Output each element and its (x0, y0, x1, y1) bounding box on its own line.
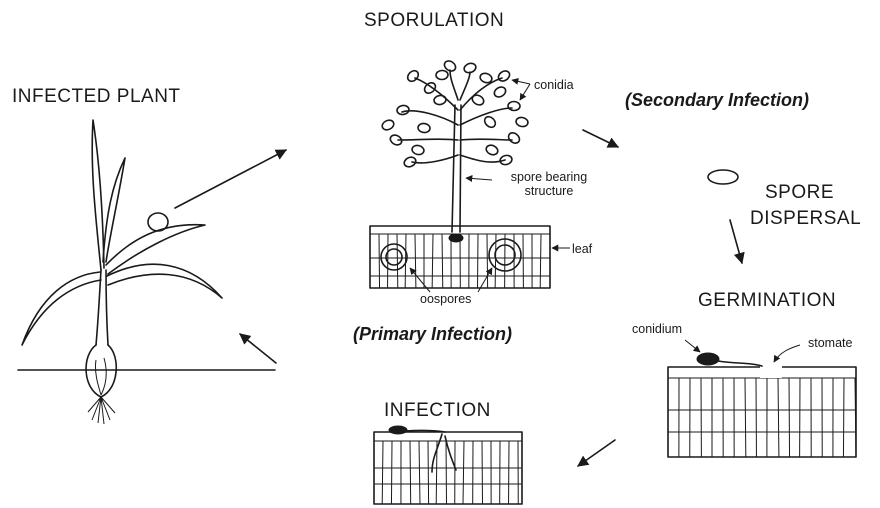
cell-wall (463, 441, 464, 504)
cell-wall (419, 441, 420, 504)
cell-wall (843, 378, 844, 457)
label-infection: INFECTION (384, 400, 491, 422)
upright-leaf-1 (92, 120, 104, 270)
conidium-spore (436, 70, 448, 80)
cell-wall (789, 378, 790, 457)
conidium-spore (515, 116, 529, 127)
pointer-conidium (685, 340, 700, 352)
left-drooping-leaf (22, 272, 101, 345)
arrow-plant-to-sporulation (175, 150, 286, 208)
conidium-spore (493, 85, 508, 99)
germinating-conidium (697, 353, 719, 365)
cell-wall (428, 441, 429, 504)
conidium-spore (406, 69, 421, 84)
pointer-stomate (774, 345, 800, 362)
cell-wall (745, 378, 746, 457)
right-upper-leaf (106, 225, 205, 274)
conidium-spore (507, 131, 522, 146)
arrow-germination-to-infection (578, 440, 615, 466)
conidium-spore (396, 105, 409, 116)
label-dispersal: DISPERSAL (750, 208, 861, 230)
conidium-spore (381, 118, 396, 131)
cell-wall (487, 234, 488, 288)
cell-wall (778, 378, 779, 457)
plant-stem-right (106, 270, 108, 345)
germ-tube (718, 361, 762, 366)
dispersed-spore (708, 170, 738, 184)
infection-hyphae (432, 434, 456, 472)
label-spore: SPORE (765, 182, 834, 204)
cell-wall (540, 234, 541, 288)
cell-wall (432, 234, 433, 288)
label-spore-bearing: spore bearing structure (494, 170, 604, 198)
infection-illustration (374, 426, 522, 504)
conidium-spore (463, 62, 477, 74)
label-primary-infection: (Primary Infection) (353, 324, 512, 345)
label-leaf: leaf (572, 242, 592, 256)
label-infected-plant: INFECTED PLANT (12, 86, 181, 108)
label-oospores: oospores (420, 292, 471, 306)
label-sporulation: SPORULATION (364, 10, 504, 32)
cell-wall (410, 441, 411, 504)
arrow-dispersal-to-germination (730, 220, 742, 263)
cell-wall (391, 441, 392, 504)
label-stomate: stomate (808, 336, 852, 350)
oospore-1 (381, 244, 407, 270)
conidium-spore (508, 101, 520, 110)
pointer-spore-bearing (466, 178, 492, 180)
label-secondary-infection: (Secondary Infection) (625, 90, 809, 111)
upright-leaf-2 (103, 158, 125, 262)
conidium-spore (417, 123, 430, 133)
conidium-spore (485, 144, 500, 157)
germination-illustration (668, 353, 856, 457)
cell-wall (397, 234, 398, 288)
right-lower-leaf (107, 264, 222, 298)
infected-plant-illustration (18, 120, 275, 424)
conidium-spore (411, 144, 425, 155)
conidium-spore (497, 69, 512, 83)
label-conidia: conidia (534, 78, 574, 92)
cell-wall (442, 234, 443, 288)
cell-wall (379, 234, 380, 288)
infecting-conidium (389, 426, 407, 434)
pointer-conidia (512, 80, 530, 84)
plant-bulb (86, 345, 116, 397)
label-germination: GERMINATION (698, 290, 836, 312)
cell-wall (415, 234, 416, 288)
label-conidium: conidium (632, 322, 682, 336)
conidium-spore (403, 155, 418, 168)
cell-wall (382, 441, 383, 504)
plant-roots (88, 397, 115, 424)
cell-wall (482, 441, 483, 504)
conidium-spore (483, 115, 498, 130)
arrow-sporulation-to-dispersal (583, 130, 618, 147)
stomate-opening (760, 366, 782, 378)
conidium-spore (471, 93, 486, 107)
conidium-spore (389, 133, 404, 147)
germination-tissue (668, 367, 856, 457)
conidium-spore (499, 154, 513, 166)
arrow-infection-to-plant (240, 334, 276, 363)
leaf-lesion (148, 213, 168, 231)
conidium-spore (433, 95, 446, 106)
